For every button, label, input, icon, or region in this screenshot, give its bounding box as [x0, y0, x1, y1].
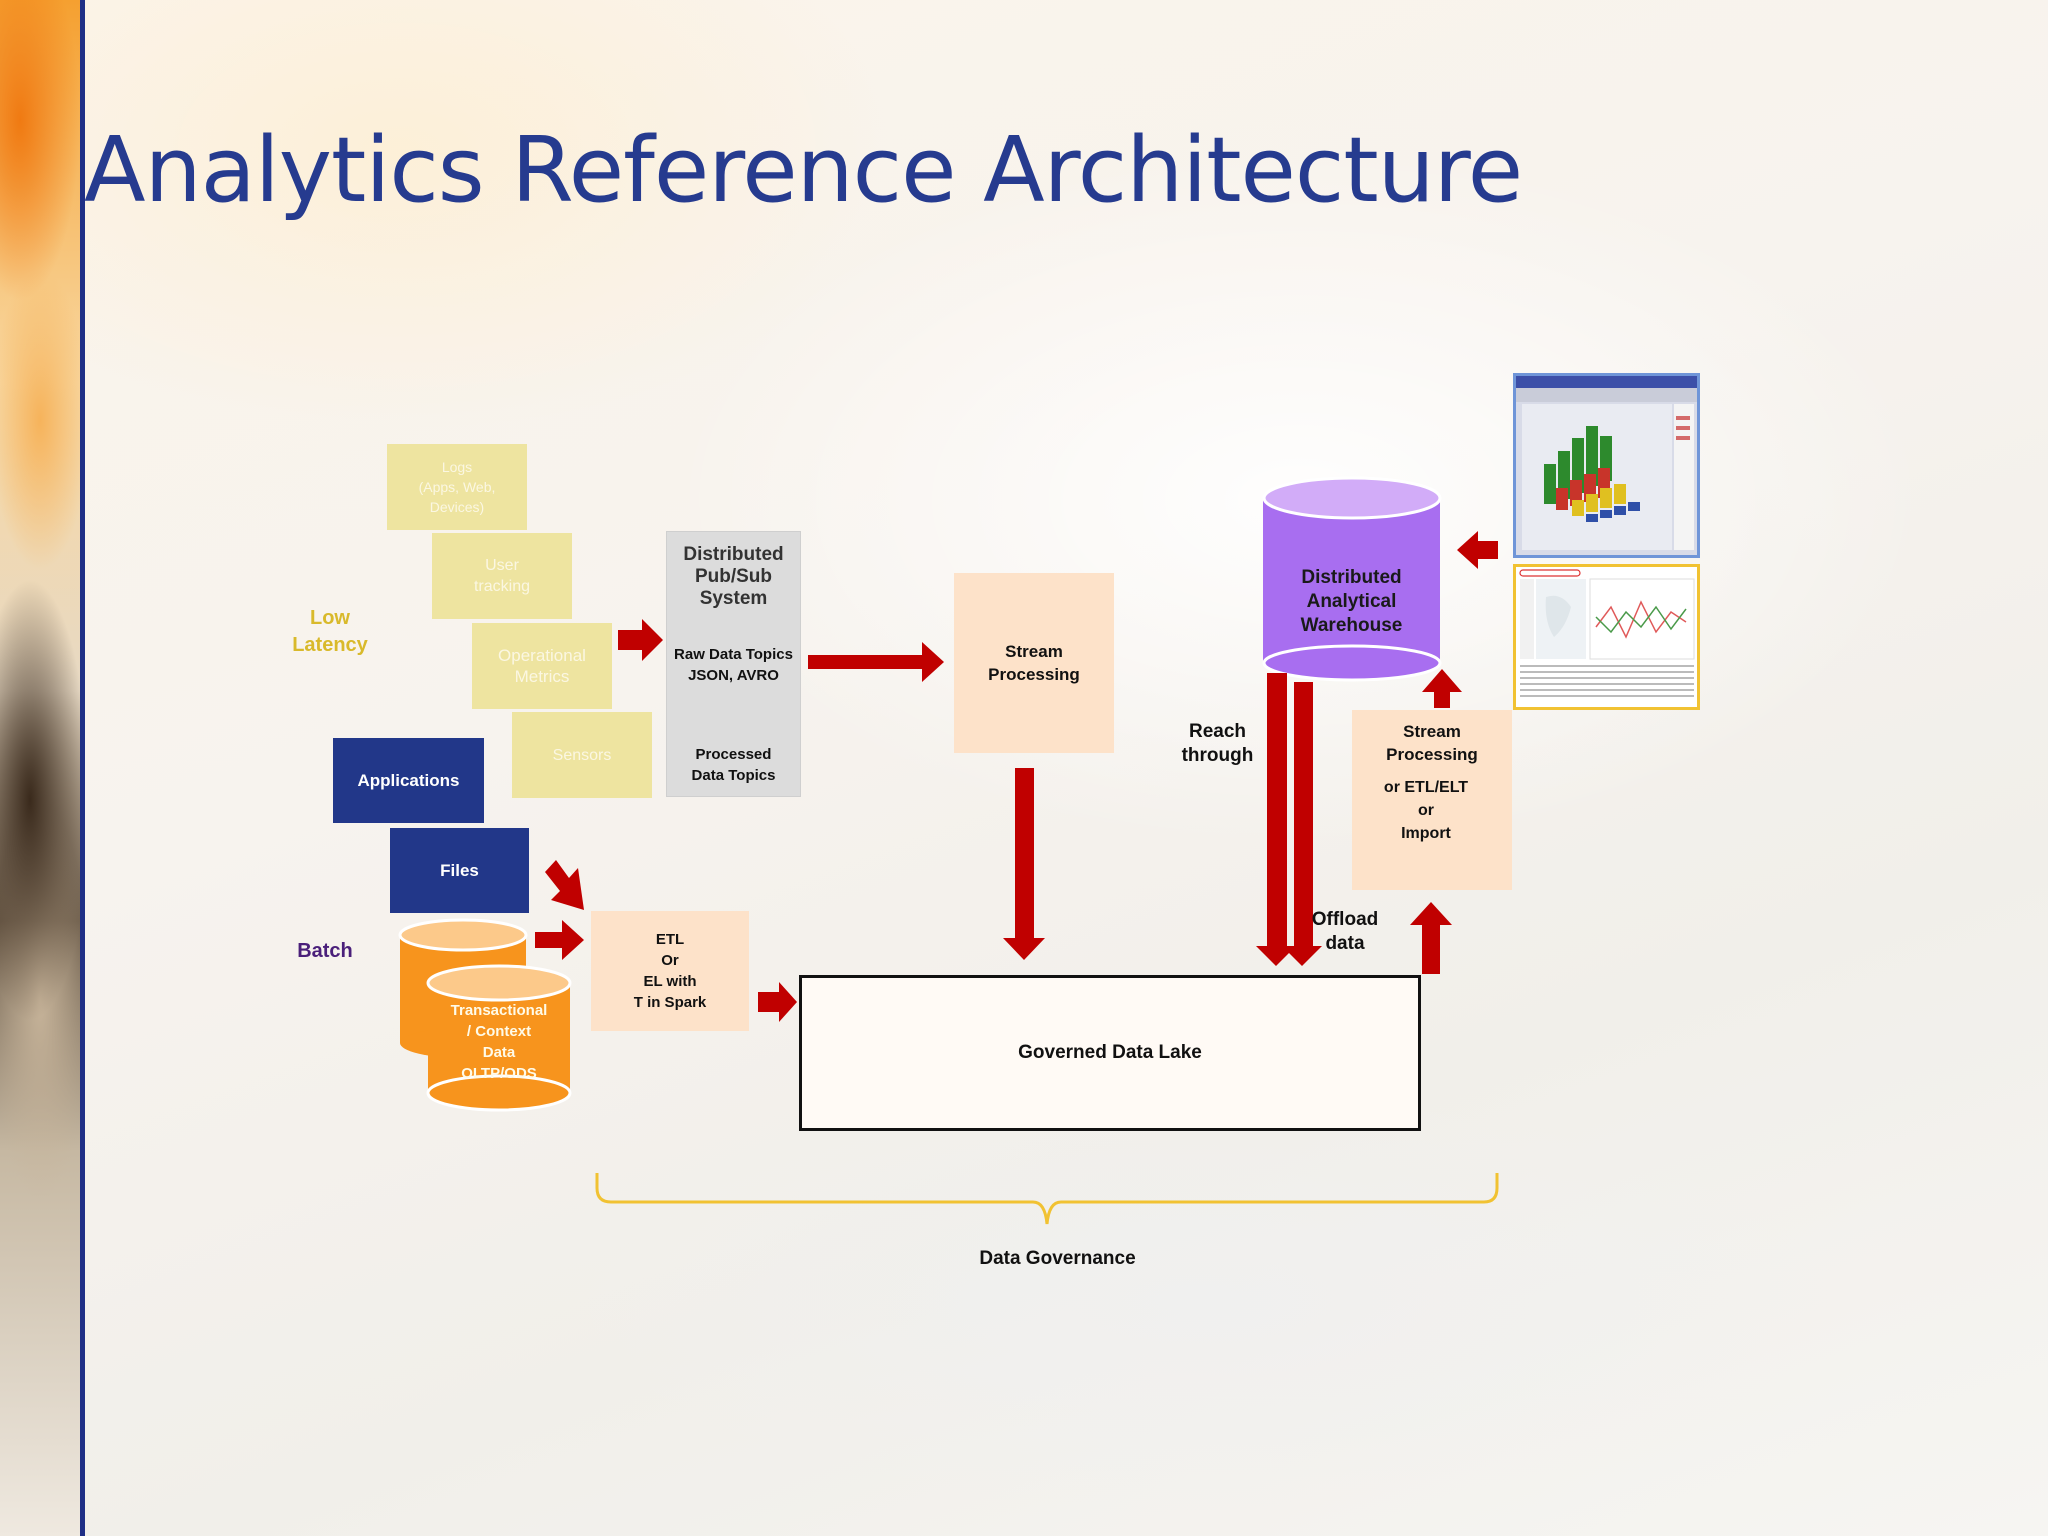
batch-label: Batch — [297, 940, 353, 962]
processed-data-topics-label: Processed Data Topics — [691, 746, 776, 784]
transactional-data-label: Transactional / Context Data OLTP/ODS — [450, 1002, 548, 1082]
stream-etl-sub: or ETL/ELT or Import — [1383, 779, 1469, 842]
data-governance-label: Data Governance — [979, 1248, 1136, 1269]
arrow-reach-through — [1256, 673, 1296, 966]
reach-through-label: Reach through — [1181, 721, 1254, 766]
stream-etl-box: Stream Processing or ETL/ELT or Import — [1352, 710, 1512, 890]
arrow-offload-data — [1282, 682, 1322, 966]
applications-box: Applications — [333, 738, 484, 823]
source-user-tracking-box: User tracking — [432, 533, 572, 619]
left-divider — [80, 0, 85, 1536]
arrow-etl-to-lake — [758, 982, 797, 1022]
arrow-sources-to-pubsub — [618, 619, 663, 661]
analytics-tool-screenshot-3d-chart — [1513, 373, 1700, 558]
low-latency-label: Low Latency — [292, 607, 368, 656]
arrow-stream-etl-to-warehouse — [1422, 669, 1462, 708]
analytics-tool-screenshot-map — [1513, 564, 1700, 710]
arrow-files-to-etl — [545, 860, 584, 910]
source-sensors-box: Sensors — [512, 712, 652, 798]
source-operational-metrics-box: Operational Metrics — [472, 623, 612, 709]
arrow-lake-to-stream-etl — [1410, 902, 1452, 974]
bar-chart-3d-icon — [1516, 376, 1697, 550]
arrow-tools-to-warehouse — [1457, 531, 1498, 569]
etl-box: ETL Or EL with T in Spark — [591, 911, 749, 1031]
governed-data-lake-box: Governed Data Lake — [799, 975, 1421, 1131]
files-box: Files — [390, 828, 529, 913]
map-dashboard-icon — [1519, 569, 1695, 697]
arrow-stream-to-lake — [1003, 768, 1045, 960]
pubsub-title: Distributed Pub/Sub System — [683, 544, 784, 609]
arrow-oltp-to-etl — [535, 920, 584, 960]
slide-title: Analytics Reference Architecture — [84, 118, 1523, 223]
arrow-pubsub-to-stream — [808, 642, 944, 682]
raw-data-topics-label: Raw Data Topics JSON, AVRO — [674, 646, 793, 684]
stream-processing-box: Stream Processing — [954, 573, 1114, 753]
pubsub-system-box: Distributed Pub/Sub System Raw Data Topi… — [666, 531, 801, 797]
source-logs-box: Logs (Apps, Web, Devices) — [387, 444, 527, 530]
warehouse-label: Distributed Analytical Warehouse — [1300, 567, 1403, 636]
data-governance-brace — [595, 1173, 1499, 1225]
offload-data-label: Offload data — [1311, 909, 1379, 954]
warehouse-cylinder — [1262, 476, 1442, 682]
stream-etl-title: Stream Processing — [1386, 722, 1478, 764]
decorative-left-art — [0, 0, 84, 1536]
arrows — [535, 531, 1498, 1022]
oltp-cylinder-front — [426, 964, 572, 1112]
